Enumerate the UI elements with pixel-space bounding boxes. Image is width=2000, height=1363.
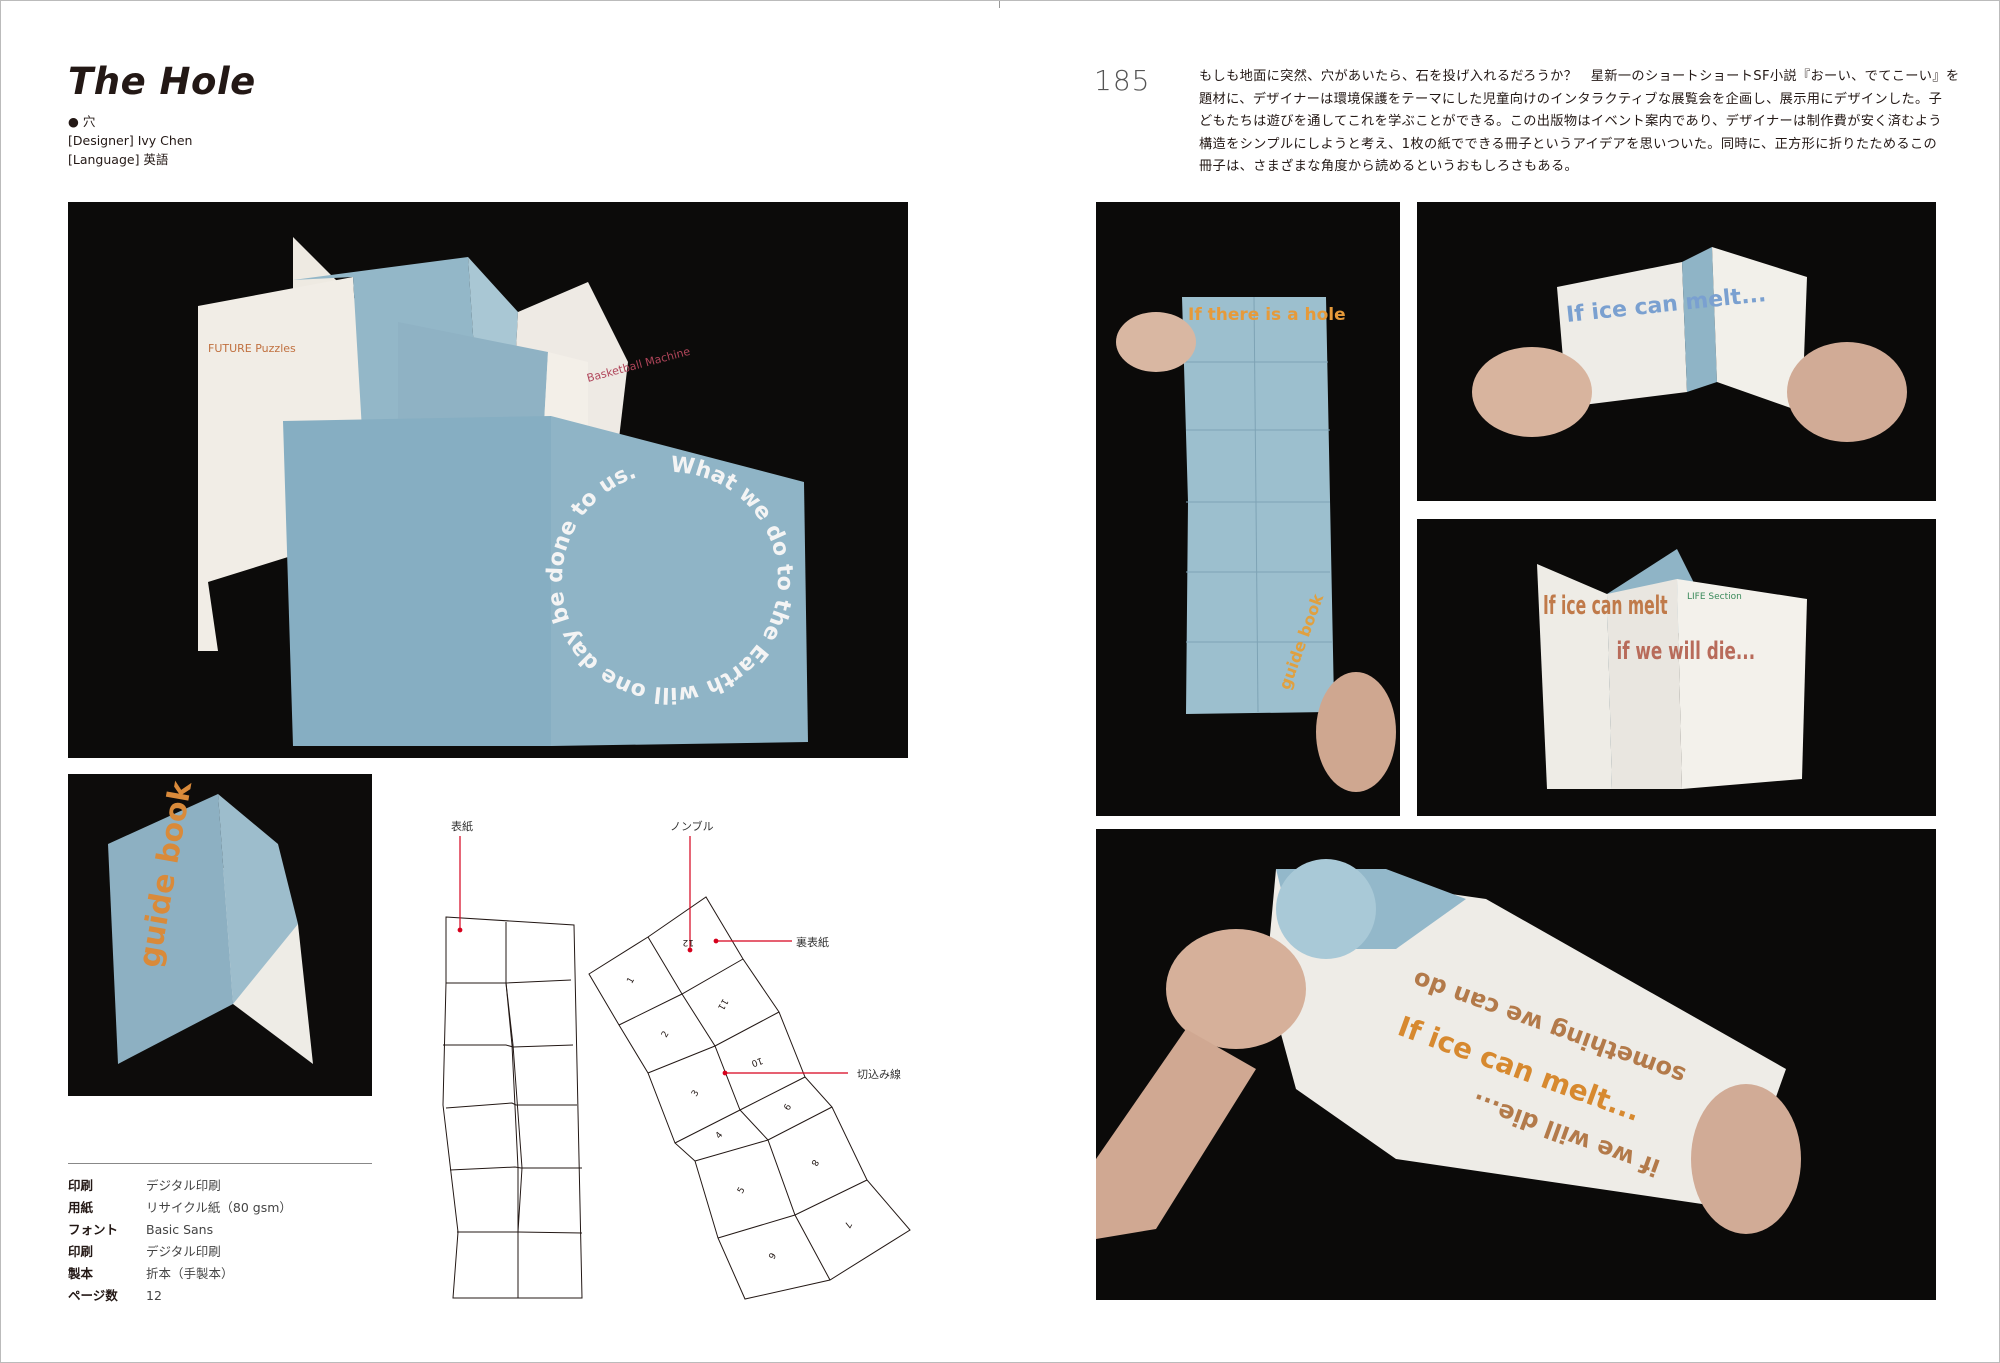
spec-label: 用紙 <box>68 1200 94 1215</box>
label-back-cover: 裏表紙 <box>796 936 829 949</box>
page-num-12: 12 <box>683 937 694 947</box>
booklet-in-hands-photo: If ice can melt... <box>1417 202 1936 501</box>
spec-label: 製本 <box>68 1266 94 1281</box>
page-num-9: 9 <box>780 1101 792 1111</box>
page-num-8: 8 <box>808 1157 820 1167</box>
flat-sheet-layout <box>442 916 583 1299</box>
folding-diagram: 12 1 11 2 10 3 9 4 8 5 7 6 表紙 ノンブル 裏表紙 切… <box>420 800 940 1320</box>
page-num-5: 5 <box>736 1186 748 1196</box>
spec-divider <box>68 1163 372 1164</box>
page-num-6: 6 <box>765 1250 777 1260</box>
spec-label: ページ数 <box>68 1288 118 1303</box>
spec-row: 製本 折本（手製本） <box>68 1263 292 1285</box>
standing-text-if-ice: If ice can melt <box>1543 591 1668 621</box>
page-num-3: 3 <box>690 1089 702 1099</box>
page-gutter-mark <box>999 0 1000 8</box>
page-num-4: 4 <box>714 1130 726 1141</box>
spec-value: 折本（手製本） <box>146 1266 234 1281</box>
label-cover: 表紙 <box>451 820 473 833</box>
heading-if-there-is-a-hole: If there is a hole <box>1188 305 1346 325</box>
standing-booklet-photo: If ice can melt if we will die... LIFE S… <box>1417 519 1936 816</box>
entry-language: [Language] 英語 <box>68 152 169 167</box>
description-line: どもたちは遊びを通してこれを学ぶことができる。この出版物はイベント案内であり、デ… <box>1199 114 1942 129</box>
spec-row: 用紙 リサイクル紙（80 gsm） <box>68 1197 292 1219</box>
standing-life-section: LIFE Section <box>1687 592 1742 602</box>
page-num-2: 2 <box>660 1030 672 1040</box>
entry-subtitle: ● 穴 <box>68 114 96 129</box>
description-line: もしも地面に突然、穴があいたら、石を投げ入れるだろうか？ 星新一のショートショー… <box>1199 69 1960 84</box>
panel-heading-future-puzzles: FUTURE Puzzles <box>208 342 296 355</box>
folded-sheet-layout <box>588 896 911 1300</box>
page-number-labels: 12 1 11 2 10 3 9 4 8 5 7 6 <box>626 937 853 1261</box>
page-number: 185 <box>1094 64 1151 97</box>
label-folio: ノンブル <box>670 820 714 833</box>
spec-value: デジタル印刷 <box>146 1178 221 1193</box>
page-num-1: 1 <box>626 976 638 986</box>
description-line: 冊子は、さまざまな角度から読めるというおもしろさもある。 <box>1199 159 1579 174</box>
entry-designer: [Designer] Ivy Chen <box>68 133 193 148</box>
spec-label: フォント <box>68 1222 119 1237</box>
wide-spread-photo: If ice can melt... something we can do i… <box>1096 829 1936 1300</box>
spec-row: 印刷 デジタル印刷 <box>68 1175 292 1197</box>
callout-lines <box>457 836 848 1076</box>
page-num-7: 7 <box>841 1219 853 1229</box>
description: もしも地面に突然、穴があいたら、石を投げ入れるだろうか？ 星新一のショートショー… <box>1199 66 1960 179</box>
standing-text-if-we: if we will die... <box>1617 637 1756 665</box>
description-line: 題材に、デザイナーは環境保護をテーマにした児童向けのインタラクティブな展覧会を企… <box>1199 91 1943 107</box>
entry-title: The Hole <box>68 60 256 103</box>
spec-row: フォント Basic Sans <box>68 1219 292 1241</box>
cover-photo: guide book <box>68 774 372 1096</box>
spec-value: デジタル印刷 <box>146 1244 221 1259</box>
spec-row: ページ数 12 <box>68 1285 292 1307</box>
spec-label: 印刷 <box>68 1244 94 1259</box>
spec-row: 印刷 デジタル印刷 <box>68 1241 292 1263</box>
page-num-11: 11 <box>715 997 729 1012</box>
unfolded-guide-photo: If there is a hole guide book <box>1096 202 1400 816</box>
main-photo: FUTURE Puzzles Basketball Machine What w… <box>68 202 908 758</box>
description-line: 構造をシンプルにしようと考え、1枚の紙でできる冊子というアイデアを思いついた。同… <box>1199 136 1938 152</box>
page-num-10: 10 <box>750 1055 764 1068</box>
spec-value: Basic Sans <box>146 1222 214 1237</box>
spec-value: 12 <box>146 1288 162 1303</box>
spec-value: リサイクル紙（80 gsm） <box>146 1200 292 1215</box>
spec-label: 印刷 <box>68 1178 94 1193</box>
label-cut-line: 切込み線 <box>857 1068 901 1081</box>
